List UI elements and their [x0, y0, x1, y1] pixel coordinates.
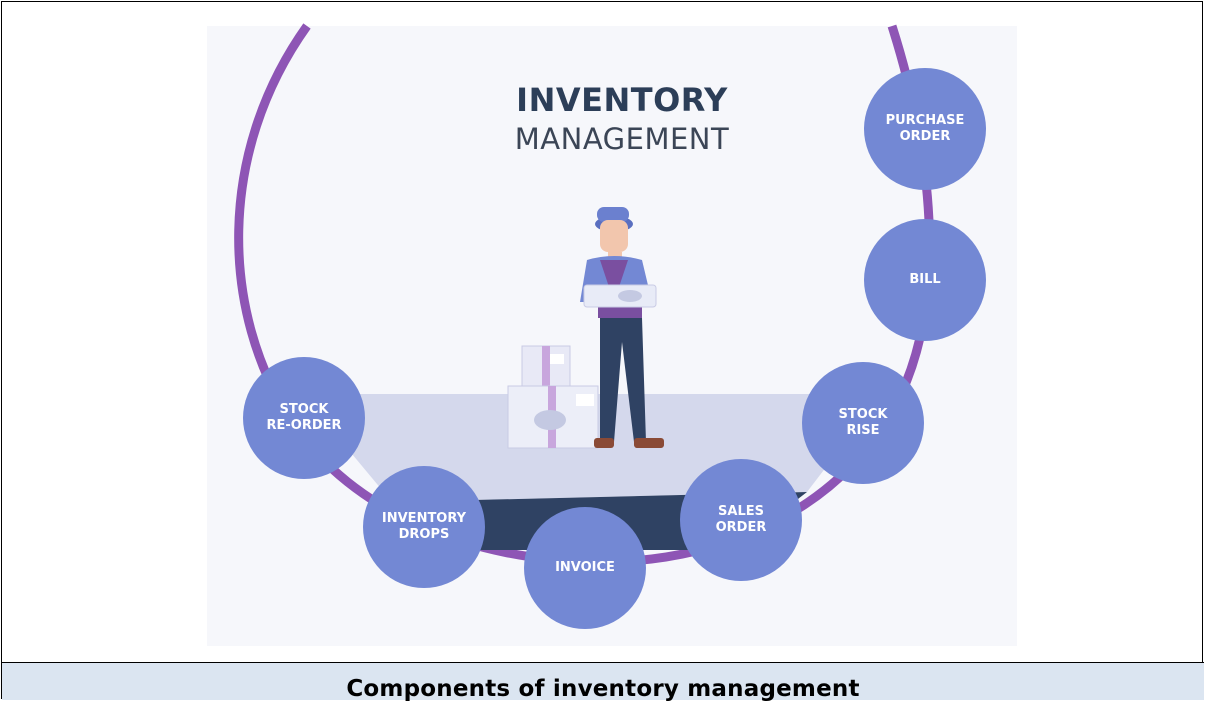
node-label: STOCK RISE [838, 407, 888, 438]
node-stock-rise: STOCK RISE [802, 362, 924, 484]
title-line-1: INVENTORY [516, 81, 728, 119]
warehouse-worker [580, 207, 664, 448]
figure-caption: Components of inventory management [346, 675, 860, 702]
node-sales-order: SALES ORDER [680, 459, 802, 581]
node-bill: BILL [864, 219, 986, 341]
node-purchase-order: PURCHASE ORDER [864, 68, 986, 190]
node-label: SALES ORDER [715, 504, 767, 535]
caption-bar: Components of inventory management [2, 662, 1204, 702]
node-invoice: INVOICE [524, 507, 646, 629]
node-label: STOCK RE-ORDER [266, 402, 342, 433]
stacked-boxes [507, 345, 599, 449]
node-label: BILL [909, 272, 941, 287]
inventory-illustration: INVENTORY MANAGEMENT PURCHASE ORDER BILL… [2, 2, 1204, 662]
node-label: PURCHASE ORDER [885, 113, 965, 144]
title-line-2: MANAGEMENT [514, 122, 730, 156]
node-label: INVENTORY DROPS [381, 511, 467, 542]
node-stock-reorder: STOCK RE-ORDER [243, 357, 365, 479]
node-label: INVOICE [555, 560, 615, 575]
diagram-title: INVENTORY MANAGEMENT [382, 80, 862, 158]
node-inventory-drops: INVENTORY DROPS [363, 466, 485, 588]
